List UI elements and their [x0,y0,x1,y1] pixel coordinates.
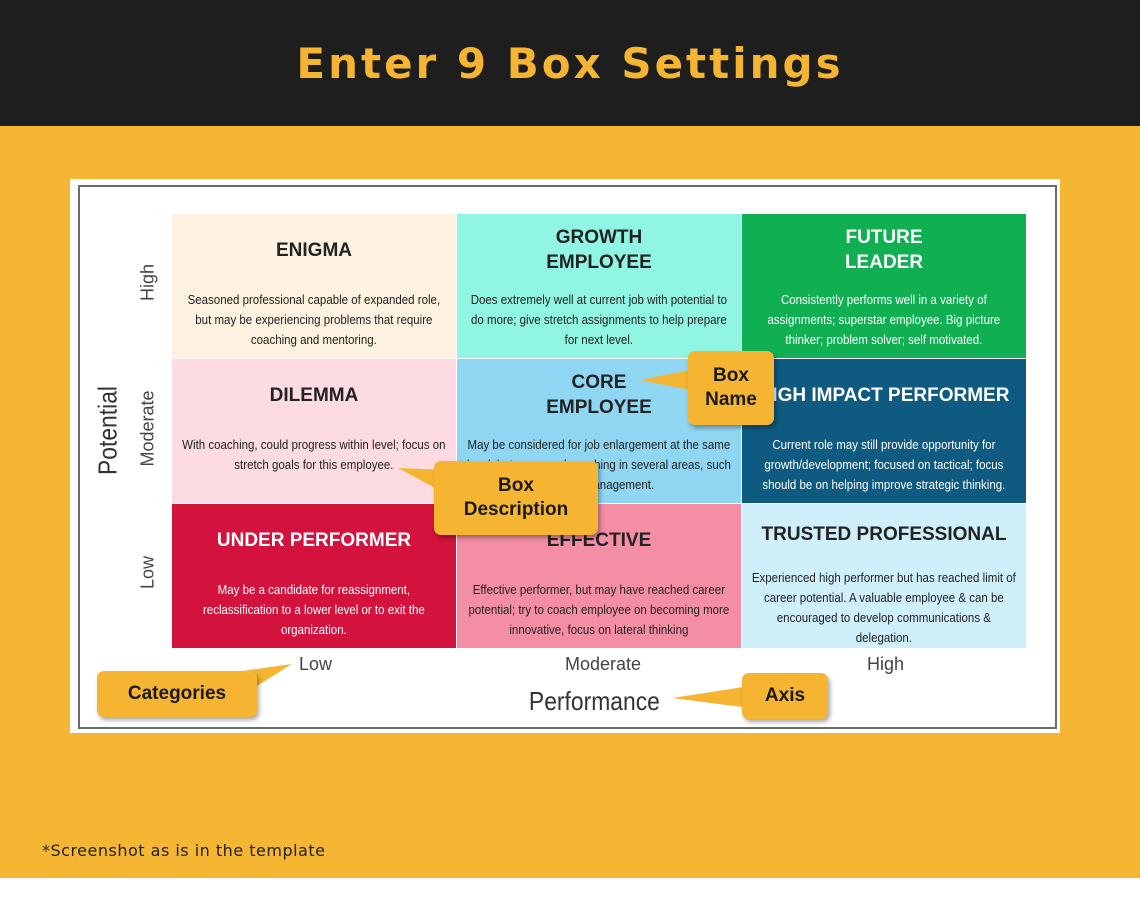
box-description: Seasoned professional capable of expande… [187,293,441,347]
box-enigma: ENIGMA Seasoned professional capable of e… [172,214,456,358]
box-description: Current role may still provide opportuni… [762,438,1006,492]
box-description: Experienced high performer but has reach… [751,571,1017,645]
box-description: Effective performer, but may have reache… [468,583,730,637]
box-future-leader: FUTURE LEADER Consistently performs well … [742,214,1026,358]
box-description: Consistently performs well in a variety … [767,293,1001,347]
x-axis-title: Performance [528,686,660,716]
x-category-low: Low [299,654,333,674]
box-description: Does extremely well at current job with … [470,293,728,347]
x-category-high: High [867,654,905,674]
box-growth-employee: GROWTH EMPLOYEE Does extremely well at cu… [457,214,741,358]
box-name: TRUSTED PROFESSIONAL [761,523,1007,545]
x-category-moderate: Moderate [565,654,642,674]
box-description-callout: Box Description [434,461,598,535]
box-description: May be a candidate for reassignment, rec… [203,583,425,637]
axis-pointer [672,686,750,708]
box-name: GROWTH EMPLOYEE [546,227,652,273]
box-name: CORE EMPLOYEE [546,372,652,418]
box-name: UNDER PERFORMER [216,529,412,551]
box-under-performer: UNDER PERFORMER May be a candidate for re… [172,504,456,648]
box-name: DILEMMA [269,384,359,406]
categories-callout: Categories [97,671,257,717]
box-name: FUTURE LEADER [844,227,924,273]
box-description: With coaching, could progress within lev… [182,438,446,472]
page-title: Enter 9 Box Settings [296,38,844,88]
screenshot-frame [78,185,1057,729]
box-name: HIGH IMPACT PERFORMER [758,384,1010,406]
box-dilemma: DILEMMA With coaching, could progress wit… [172,359,456,503]
box-name-pointer [640,368,700,392]
box-name: ENIGMA [276,239,352,261]
box-name-callout: Box Name [688,351,774,425]
axis-callout: Axis [742,673,828,719]
header-bar: Enter 9 Box Settings [0,0,1140,126]
box-high-impact-performer: HIGH IMPACT PERFORMER Current role may st… [742,359,1026,503]
box-trusted-professional: TRUSTED PROFESSIONAL Experienced high per… [742,504,1026,648]
footnote: *Screenshot as is in the template [42,841,326,860]
